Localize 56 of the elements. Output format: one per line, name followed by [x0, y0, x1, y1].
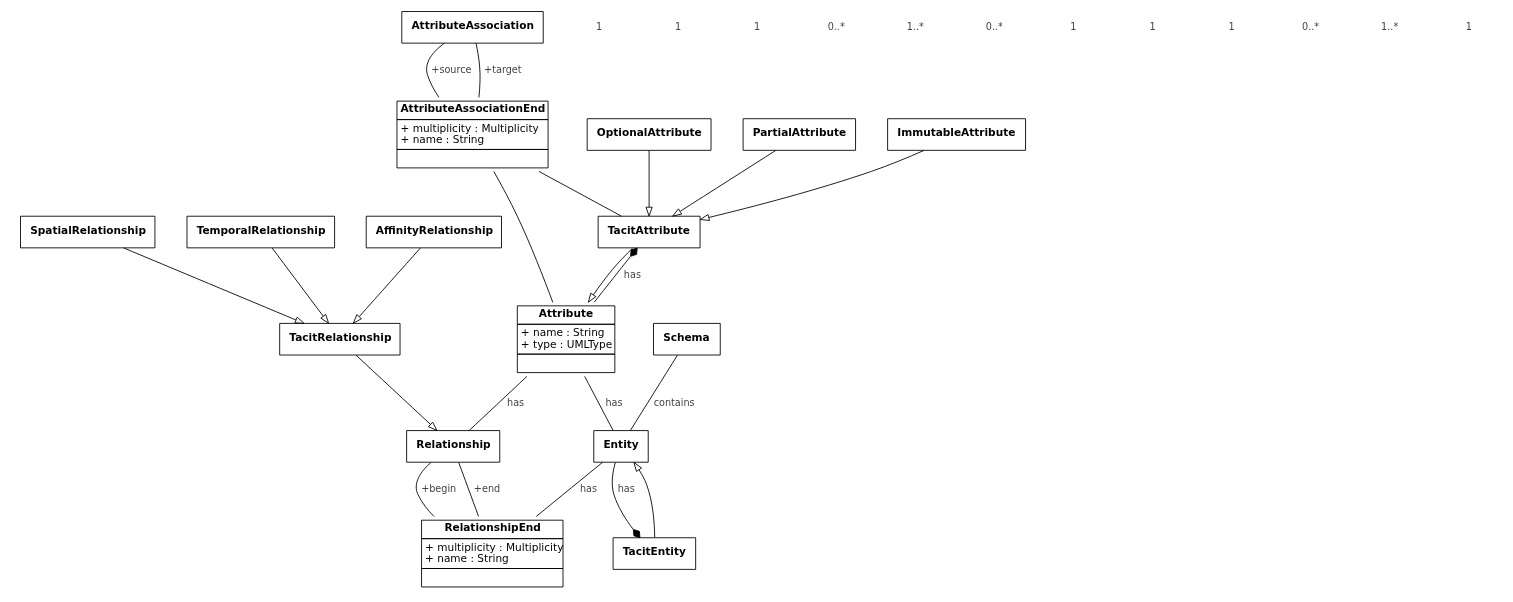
- edge-label: +end: [473, 482, 501, 494]
- node-box: AffinityRelationship: [365, 215, 502, 249]
- label: 1: [675, 20, 682, 32]
- node-box: PartialAttribute: [742, 118, 856, 151]
- node-box: Relationship: [406, 430, 501, 463]
- label: 1: [1465, 20, 1472, 32]
- label: 1: [595, 20, 603, 32]
- arrow: [672, 149, 777, 217]
- arrow: [352, 247, 421, 324]
- connector: [493, 171, 554, 303]
- label: 1..*: [1381, 20, 1399, 32]
- node-box: OptionalAttribute: [586, 118, 712, 151]
- connector: [584, 375, 614, 431]
- node-box: Schema: [653, 322, 721, 356]
- label: 0..*: [1302, 20, 1320, 32]
- label: 1: [754, 20, 761, 32]
- node-box: Entity: [593, 430, 649, 463]
- edge-label: has: [579, 482, 598, 494]
- connector: [426, 42, 445, 98]
- connector: [458, 461, 479, 517]
- node-box: TacitEntity: [612, 537, 697, 570]
- connector: [475, 42, 481, 98]
- label: 1: [1070, 20, 1077, 32]
- node-box: ImmutableAttribute: [887, 118, 1026, 151]
- connector: [611, 462, 641, 539]
- connector: [593, 247, 638, 303]
- arrow: [587, 247, 634, 303]
- node-box: TacitAttribute: [597, 215, 701, 249]
- edge-label: +target: [484, 63, 522, 75]
- connector: [468, 375, 528, 431]
- edge-label: has: [507, 396, 525, 408]
- edge-label: has: [617, 482, 635, 494]
- node-box: SpatialRelationship: [20, 215, 156, 249]
- label: 1: [1149, 20, 1156, 32]
- arrow: [699, 150, 925, 221]
- connector: [629, 354, 678, 431]
- edge-label: has: [623, 268, 641, 280]
- edge-label: has: [605, 396, 623, 408]
- node-box: AttributeAssociation: [401, 11, 544, 44]
- arrow: [123, 247, 305, 324]
- connector: [535, 461, 603, 517]
- connector: [538, 171, 622, 217]
- label: 1..*: [906, 20, 924, 32]
- arrow: [355, 354, 438, 431]
- arrow: [633, 462, 656, 538]
- node-box: TemporalRelationship: [186, 215, 336, 249]
- edge-label: contains: [653, 396, 695, 408]
- node-box: TacitRelationship: [279, 322, 401, 356]
- label: 1: [1228, 20, 1235, 32]
- connector: [415, 461, 435, 517]
- arrow: [645, 149, 653, 217]
- label: 0..*: [985, 20, 1003, 32]
- label: 0..*: [827, 20, 845, 32]
- edge-label: +source: [431, 63, 472, 75]
- edge-label: +begin: [421, 482, 457, 494]
- arrow: [271, 247, 329, 324]
